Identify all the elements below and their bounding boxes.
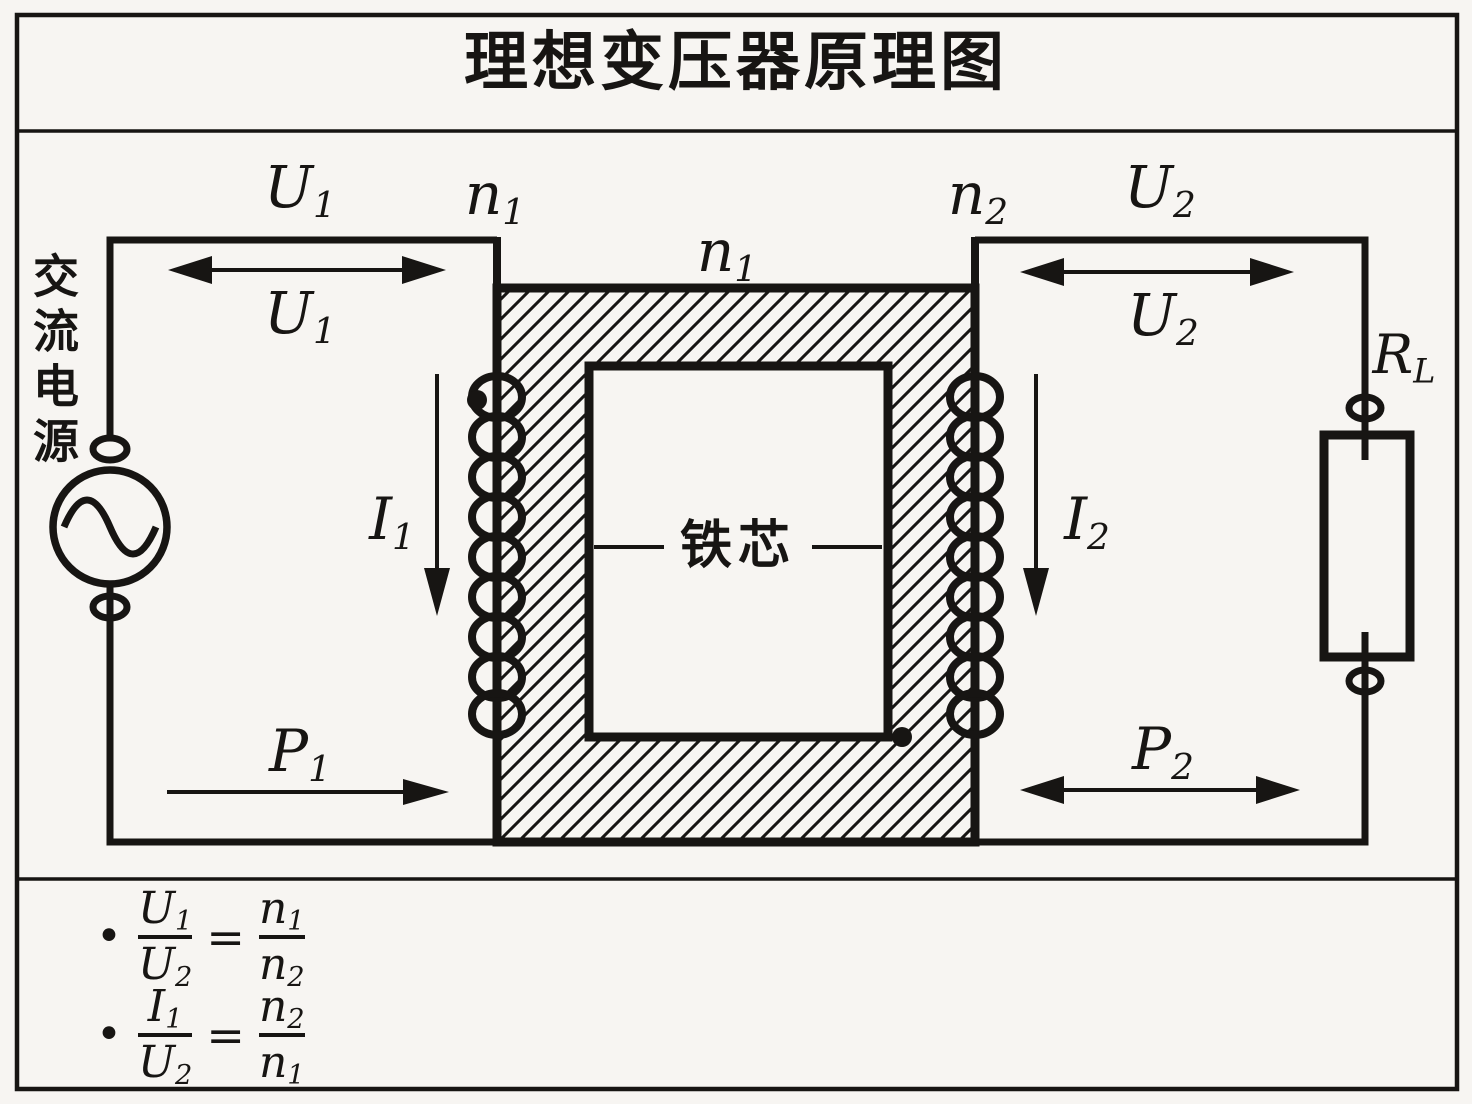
equals-sign: =	[206, 1008, 245, 1063]
i2-arrow	[1023, 374, 1049, 616]
ac-top-terminal	[89, 434, 131, 464]
fraction-left: U1 U2	[137, 883, 193, 993]
secondary-polarity-dot	[892, 727, 912, 747]
label-n2-coil: n2	[947, 160, 1009, 234]
label-i2: I2	[1064, 485, 1110, 559]
ac-source-label: 交流电源	[27, 252, 79, 472]
label-rl: RL	[1372, 323, 1436, 391]
outer-frame	[14, 12, 1460, 1092]
page-title: 理想变压器原理图	[464, 26, 1008, 98]
secondary-coil-turns	[946, 372, 1004, 739]
label-n1-coil: n1	[464, 160, 526, 234]
formula-current-ratio: • I1 U2 = n2 n1	[96, 981, 305, 1091]
p2-arrow	[1020, 776, 1300, 804]
label-u2-top: U2	[1124, 153, 1196, 227]
ac-source-circle	[49, 466, 171, 588]
bullet-icon: •	[96, 911, 122, 963]
label-u1-arrow: U1	[264, 279, 336, 353]
fraction-right: n1 n2	[258, 883, 305, 993]
label-n1-core: n1	[696, 217, 758, 291]
label-p1: P1	[269, 717, 331, 791]
label-i1: I1	[369, 485, 415, 559]
equals-sign: =	[206, 910, 245, 965]
bullet-icon: •	[96, 1009, 122, 1061]
secondary-circuit-wires	[975, 236, 1369, 846]
u2-arrow	[1020, 258, 1294, 286]
label-p2: P2	[1132, 715, 1194, 789]
resistor-body	[1319, 430, 1415, 662]
core-window	[584, 361, 893, 742]
i1-arrow	[424, 374, 450, 616]
iron-core-label: 铁芯	[679, 517, 797, 575]
resistor-bottom-terminal	[1345, 666, 1385, 696]
ac-bottom-terminal	[89, 592, 131, 622]
primary-polarity-dot	[467, 390, 487, 410]
label-u2-arrow: U2	[1127, 281, 1199, 355]
formula-voltage-ratio: • U1 U2 = n1 n2	[96, 883, 305, 993]
fraction-right: n2 n1	[258, 981, 305, 1091]
p1-arrow	[167, 779, 449, 805]
sine-wave-icon	[60, 496, 160, 558]
primary-circuit-wires	[106, 236, 497, 846]
resistor-top-terminal	[1345, 393, 1385, 423]
ac-source-icon	[49, 434, 171, 622]
load-resistor-icon	[1319, 393, 1415, 696]
fraction-left: I1 U2	[137, 981, 193, 1091]
u1-arrow	[168, 256, 446, 284]
label-u1-top: U1	[264, 153, 336, 227]
